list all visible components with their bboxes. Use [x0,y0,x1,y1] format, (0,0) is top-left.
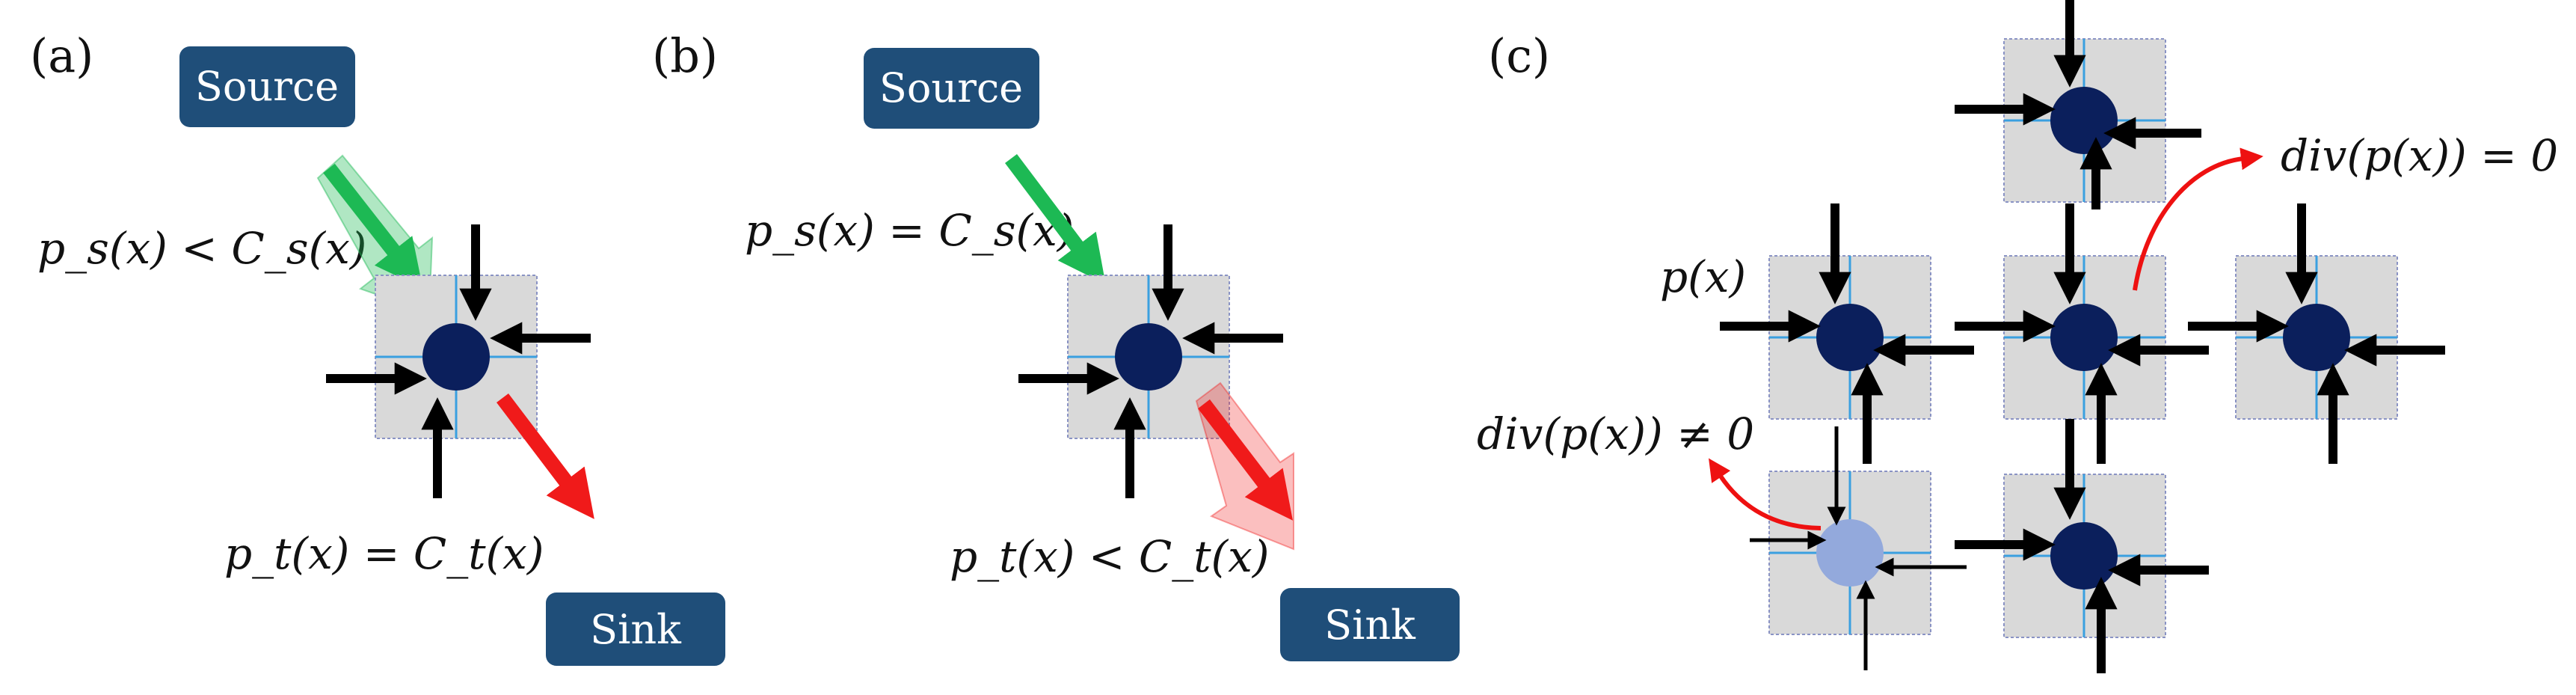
source-flow-text: p_s(x) = C_s(x) [745,205,1074,256]
panel-b-label: (b) [652,28,718,83]
sink-box-label: Sink [1324,601,1416,649]
node-cell [375,275,538,439]
node-cell-bottom-left [1768,471,1931,635]
node-cell-top [2003,38,2166,203]
sink-box-label: Sink [590,606,682,653]
sink-box-bg [1280,588,1460,661]
source-box-label: Source [195,63,339,110]
node-cell-mid-right [2235,255,2398,420]
sink-arrow [497,393,594,519]
div-nonzero-arrow [1709,458,1822,530]
node [2050,304,2118,371]
node [2050,87,2118,154]
source-box: Source [179,46,355,127]
node [2283,304,2350,371]
sink-flow-text: p_t(x) = C_t(x) [224,528,544,579]
div-zero-text: div(p(x)) = 0 [2281,130,2558,181]
panel-a: (a) Source p_s(x) < C_s(x) p_t(x) = C_t(… [30,28,725,666]
sink-flow-text: p_t(x) < C_t(x) [950,531,1270,582]
source-box-label: Source [879,64,1023,111]
node [1115,323,1182,391]
source-flow-text: p_s(x) < C_s(x) [37,223,366,274]
node [2050,522,2118,590]
source-arrow [1005,153,1106,284]
source-box-bg [179,46,355,127]
source-arrow [323,163,423,289]
div-zero-arrow [2133,147,2263,291]
source-box-bg [864,48,1039,129]
panel-c-label: (c) [1488,28,1550,83]
panel-b: (b) Source p_s(x) = C_s(x) p_t(x) < C_t(… [652,28,1460,661]
node [422,323,490,391]
panel-c: (c) p(x) [1477,0,2558,673]
sink-box: Sink [546,593,725,666]
node-cell-mid-left [1768,255,1931,420]
div-nonzero-text: div(p(x)) ≠ 0 [1477,408,1754,459]
flow-label: p(x) [1660,251,1746,302]
sink-box: Sink [1280,588,1460,661]
sink-box-bg [546,593,725,666]
panel-a-label: (a) [30,28,93,83]
node-cell-center [2003,255,2166,420]
node-cell-bottom-right [2003,474,2166,638]
sink-arrow [1198,399,1293,521]
node [1816,304,1884,371]
node-light [1816,519,1884,587]
source-box: Source [864,48,1039,129]
